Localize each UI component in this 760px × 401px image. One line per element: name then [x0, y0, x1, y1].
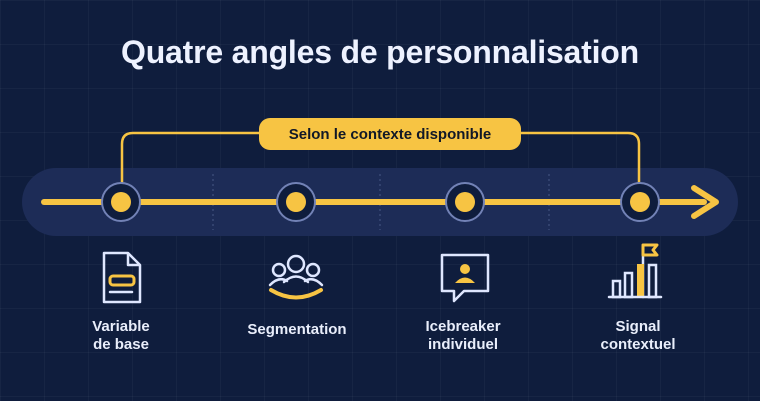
step-label-variable: Variable de base [56, 318, 186, 355]
page-title: Quatre angles de personnalisation [121, 34, 639, 70]
step-label-line: individuel [427, 336, 498, 354]
step-label-line: contextuel [600, 336, 676, 354]
timeline-node-3 [445, 182, 485, 222]
group-icon [268, 254, 324, 300]
step-label-segmentation: Segmentation [232, 321, 362, 339]
context-pill: Selon le contexte disponible [259, 118, 521, 150]
step-label-line: Signal [615, 318, 661, 335]
step-label-icebreaker: Icebreaker individuel [398, 318, 528, 355]
step-label-signal: Signal contextuel [573, 318, 703, 355]
timeline-node-1 [101, 182, 141, 222]
flag-chart-icon [607, 243, 663, 299]
step-label-line: Segmentation [247, 321, 347, 338]
person-message-icon [440, 253, 490, 303]
timeline-node-2 [276, 182, 316, 222]
arrow-head-icon [691, 185, 719, 219]
step-label-line: Icebreaker [425, 318, 501, 335]
timeline-node-4 [620, 182, 660, 222]
document-icon [102, 251, 142, 304]
step-label-line: de base [93, 336, 149, 354]
step-label-line: Variable [92, 318, 150, 335]
